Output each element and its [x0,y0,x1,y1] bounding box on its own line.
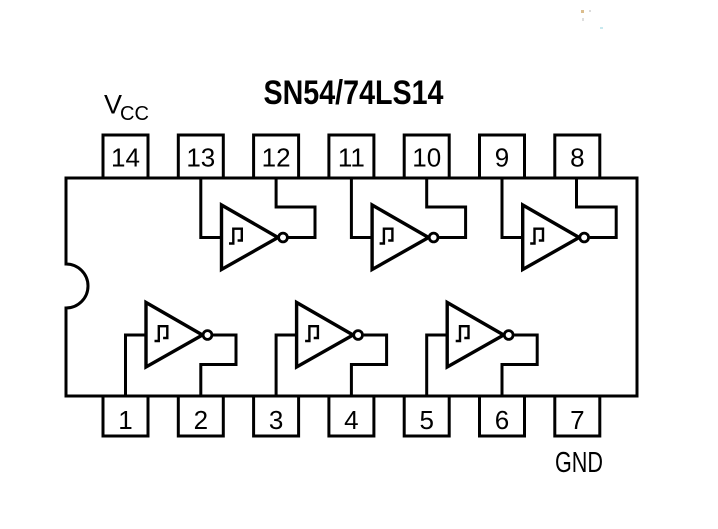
pin-box-6 [478,394,526,438]
pin-label-5: 5 [419,405,433,435]
inversion-bubble-icon [201,329,214,341]
output-wire-pin6 [500,333,539,396]
inverter-gate-1-2 [124,299,238,396]
pin-box-8 [553,133,602,180]
input-wire-pin5 [425,333,448,396]
inversion-bubble-icon [578,231,590,244]
pin-label-7: 7 [570,405,584,435]
pin-label-3: 3 [269,405,283,435]
inverter-triangle-icon [144,299,206,370]
vcc-label-sub: CC [120,103,149,125]
input-wire-pin1 [124,333,146,396]
pin-label-1: 1 [118,405,132,435]
pin-label-9: 9 [495,143,509,173]
pin-box-11 [327,133,376,180]
inversion-bubble-icon [427,231,440,244]
inverter-gate-5-6 [425,299,539,396]
pin-label-6: 6 [495,405,509,435]
hysteresis-icon [229,227,243,245]
inverter-gate-13-12 [199,178,317,273]
pin-label-13: 13 [186,143,215,173]
input-wire-pin13 [199,178,222,239]
bottom-pin-row: 1 2 3 4 5 6 7 [101,394,602,438]
pin-box-4 [327,394,376,438]
inverter-triangle-icon [294,299,357,370]
inverter-gate-3-4 [274,299,389,396]
inverter-gate-9-8 [500,178,618,273]
pin-box-5 [402,394,451,438]
hysteresis-icon [455,325,470,343]
hysteresis-icon [305,325,320,343]
pin-label-14: 14 [111,143,140,173]
hysteresis-icon [379,227,394,245]
artifact-speck [581,10,584,13]
inversion-bubble-icon [277,231,289,244]
pin-label-2: 2 [194,405,208,435]
inverter-triangle-icon [370,202,433,273]
vcc-label: V CC [104,90,149,126]
pin-box-9 [478,133,526,180]
inverter-gate-11-10 [349,178,468,273]
inverter-triangle-icon [219,202,282,273]
inversion-bubble-icon [352,329,364,341]
part-number-title: SN54/74LS14 [264,74,444,112]
pin-box-7 [553,394,602,438]
gnd-label: GND [555,447,603,479]
pin-label-8: 8 [570,143,584,173]
hysteresis-icon [530,227,545,245]
pin-box-13 [176,133,225,180]
pin-box-2 [176,394,225,438]
top-pin-row: 14 13 12 11 10 9 8 [101,133,602,180]
pin-box-3 [252,394,301,438]
inverter-triangle-icon [445,299,508,370]
artifact-speck [582,18,584,21]
inverter-triangle-icon [521,202,583,273]
artifact-speck [600,27,603,29]
pin-box-10 [402,133,451,180]
pin-box-1 [101,394,150,438]
output-wire-pin2 [199,333,238,396]
pin-label-10: 10 [412,143,441,173]
input-wire-pin9 [500,178,523,239]
input-wire-pin3 [274,333,297,396]
output-wire-pin8 [575,178,618,239]
pin-label-4: 4 [344,405,358,435]
pin-box-12 [252,133,301,180]
hysteresis-icon [154,325,169,343]
artifact-speck [589,10,591,12]
pin-label-12: 12 [262,143,291,173]
input-wire-pin11 [349,178,373,239]
pin-box-14 [101,133,150,180]
vcc-label-main: V [104,90,122,120]
pin-label-11: 11 [338,143,365,173]
output-wire-pin4 [349,333,389,396]
output-wire-pin12 [274,178,317,239]
output-wire-pin10 [425,178,468,239]
inversion-bubble-icon [502,329,515,341]
